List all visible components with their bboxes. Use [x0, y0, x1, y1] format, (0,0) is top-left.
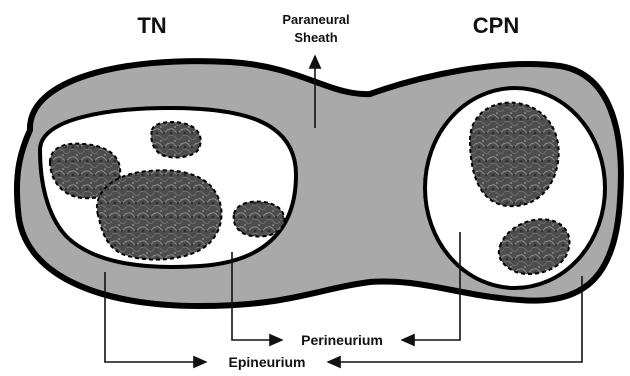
epineurium-label: Epineurium — [228, 354, 305, 370]
tn-fascicle-small-right — [234, 202, 285, 237]
tn-label: TN — [137, 13, 166, 38]
cpn-label: CPN — [473, 13, 519, 38]
paraneural-label-line2: Sheath — [294, 30, 337, 45]
paraneural-label-line1: Paraneural — [282, 12, 349, 27]
cpn-fascicle-large — [470, 103, 559, 207]
tn-fascicle-small-top — [151, 122, 200, 157]
tn-fascicle-large — [97, 170, 222, 259]
perineurium-label: Perineurium — [301, 332, 383, 348]
